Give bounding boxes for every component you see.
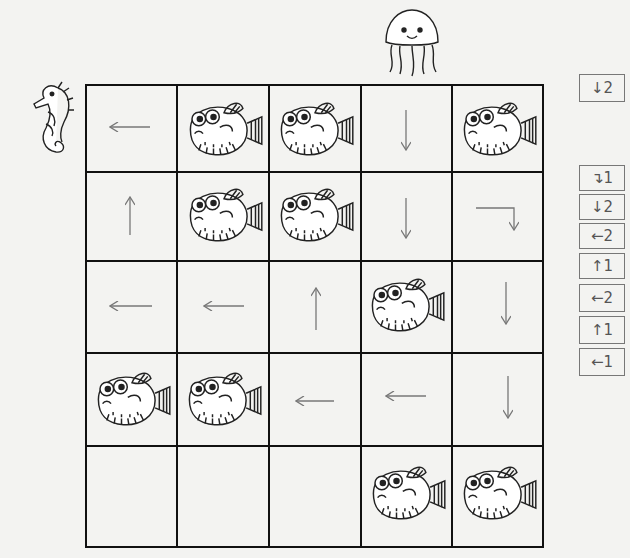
card-text: ←1 bbox=[591, 355, 613, 370]
instruction-card: ←1 bbox=[579, 348, 625, 376]
instruction-card: ↴1 bbox=[579, 165, 625, 191]
card-text: ↑1 bbox=[591, 259, 613, 274]
jellyfish-drawing bbox=[386, 10, 438, 76]
instruction-card: ←2 bbox=[579, 284, 625, 312]
instruction-card: ↓2 bbox=[579, 194, 625, 220]
instruction-card: ←2 bbox=[579, 223, 625, 249]
instruction-card: ↓2 bbox=[579, 74, 625, 102]
card-text: ←2 bbox=[591, 229, 613, 244]
card-text: ↓2 bbox=[591, 200, 613, 215]
card-text: ↓2 bbox=[591, 81, 613, 96]
seahorse-drawing bbox=[34, 82, 74, 152]
instruction-card: ↑1 bbox=[579, 316, 625, 344]
cell-arrows bbox=[110, 110, 514, 418]
instruction-card: ↑1 bbox=[579, 253, 625, 279]
card-text: ←2 bbox=[591, 291, 613, 306]
card-text: ↑1 bbox=[591, 323, 613, 338]
card-text: ↴1 bbox=[591, 171, 613, 186]
pufferfish-drawings bbox=[98, 103, 535, 518]
grid-lines bbox=[86, 85, 543, 547]
